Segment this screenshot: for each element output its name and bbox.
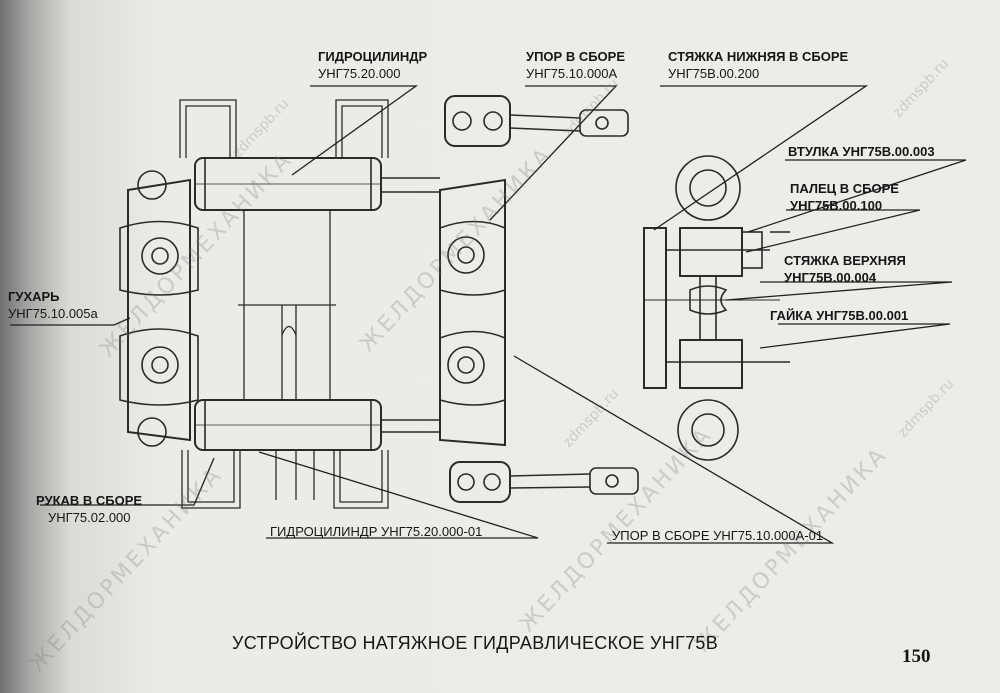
label-line: УНГ75В.00.004 bbox=[784, 270, 877, 285]
page-title: УСТРОЙСТВО НАТЯЖНОЕ ГИДРАВЛИЧЕСКОЕ УНГ75… bbox=[232, 633, 719, 653]
label-hydrocylinder-top: ГИДРОЦИЛИНДР УНГ75.20.000 bbox=[318, 48, 427, 82]
hose-lines bbox=[179, 99, 389, 509]
label-line: ПАЛЕЦ В СБОРЕ bbox=[790, 181, 899, 196]
left-frame bbox=[127, 178, 191, 442]
label-line: УНГ75.20.000 bbox=[318, 66, 401, 81]
label-line: РУКАВ В СБОРЕ bbox=[36, 493, 143, 508]
label-stop-top: УПОР В СБОРЕ УНГ75.10.000А bbox=[526, 48, 625, 82]
label-line: УНГ75.10.005а bbox=[8, 306, 98, 321]
label-stop-bottom: УПОР В СБОРЕ УНГ75.10.000А-01 bbox=[612, 528, 824, 543]
label-tie-upper: СТЯЖКА ВЕРХНЯЯ УНГ75В.00.004 bbox=[784, 252, 906, 286]
label-line: УПОР В СБОРЕ bbox=[526, 49, 626, 64]
label-pin: ПАЛЕЦ В СБОРЕ УНГ75В.00.100 bbox=[790, 180, 899, 214]
label-line: УНГ75.10.000А bbox=[526, 66, 618, 81]
label-line: ГУХАРЬ bbox=[8, 289, 60, 304]
label-line: СТЯЖКА НИЖНЯЯ В СБОРЕ bbox=[668, 49, 849, 64]
label-nut: ГАЙКА УНГ75В.00.001 bbox=[770, 308, 909, 323]
label-line: УНГ75В.00.200 bbox=[668, 66, 760, 81]
label-line: УНГ75.02.000 bbox=[48, 510, 131, 525]
label-bushing: ВТУЛКА УНГ75В.00.003 bbox=[788, 144, 935, 159]
label-line: СТЯЖКА ВЕРХНЯЯ bbox=[784, 253, 906, 268]
label-line: ГИДРОЦИЛИНДР bbox=[318, 49, 428, 64]
page-number: 150 bbox=[902, 646, 931, 667]
label-hose: РУКАВ В СБОРЕ УНГ75.02.000 bbox=[36, 492, 142, 526]
label-block: ГУХАРЬ УНГ75.10.005а bbox=[8, 288, 98, 322]
label-tie-lower: СТЯЖКА НИЖНЯЯ В СБОРЕ УНГ75В.00.200 bbox=[668, 48, 848, 82]
side-view bbox=[643, 155, 790, 461]
label-line: УНГ75В.00.100 bbox=[790, 198, 883, 213]
bottom-stop bbox=[449, 461, 639, 503]
leader-lines bbox=[10, 85, 967, 544]
top-stop bbox=[444, 95, 629, 147]
label-hydrocylinder-bottom: ГИДРОЦИЛИНДР УНГ75.20.000-01 bbox=[270, 524, 483, 539]
